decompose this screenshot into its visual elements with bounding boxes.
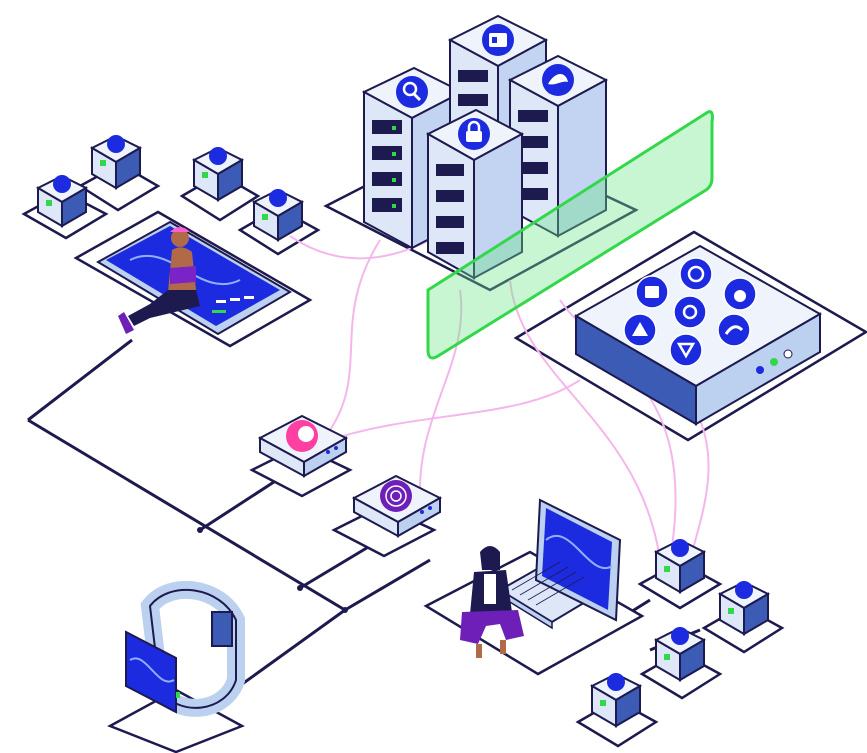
woman-with-laptop-figure: [460, 546, 524, 658]
calculator-icon: [269, 189, 287, 207]
cube-linux-right: [589, 672, 643, 728]
network-lines: [27, 338, 701, 702]
wand-icon: [671, 627, 689, 645]
lock-icon: [735, 581, 753, 599]
server-rack-lock: [425, 108, 525, 280]
laptop-device: [498, 498, 622, 630]
highlight-panel: [426, 110, 714, 360]
sync-icon: [679, 257, 713, 291]
tor-tile: [351, 474, 443, 538]
ubuntu-icon: [671, 539, 689, 557]
network-icon: [673, 295, 707, 329]
server-racks: [361, 14, 609, 280]
linux-penguin-icon: [53, 175, 71, 193]
cube-wand: [653, 626, 707, 682]
app-hub-device: [573, 244, 823, 426]
tor-onion-icon: [380, 480, 412, 512]
cube-gear: [191, 146, 245, 202]
plane-icon: [717, 313, 751, 347]
lock-icon: [107, 135, 125, 153]
smartwatch-device: [125, 581, 245, 717]
gear-icon: [209, 147, 227, 165]
arrow-icon: [669, 333, 703, 367]
server-rack-bird: [507, 54, 609, 238]
woman-sitting-figure: [118, 227, 200, 334]
cube-calculator: [251, 188, 305, 242]
cube-lock-right: [717, 580, 771, 636]
firefox-tile: [257, 414, 349, 478]
linux-penguin-icon: [607, 673, 625, 691]
cube-linux-left: [35, 174, 89, 228]
small-cubes: [35, 134, 771, 728]
magnifier-icon: [396, 76, 428, 108]
cube-ubuntu: [653, 538, 707, 594]
cube-lock-left: [89, 134, 143, 190]
